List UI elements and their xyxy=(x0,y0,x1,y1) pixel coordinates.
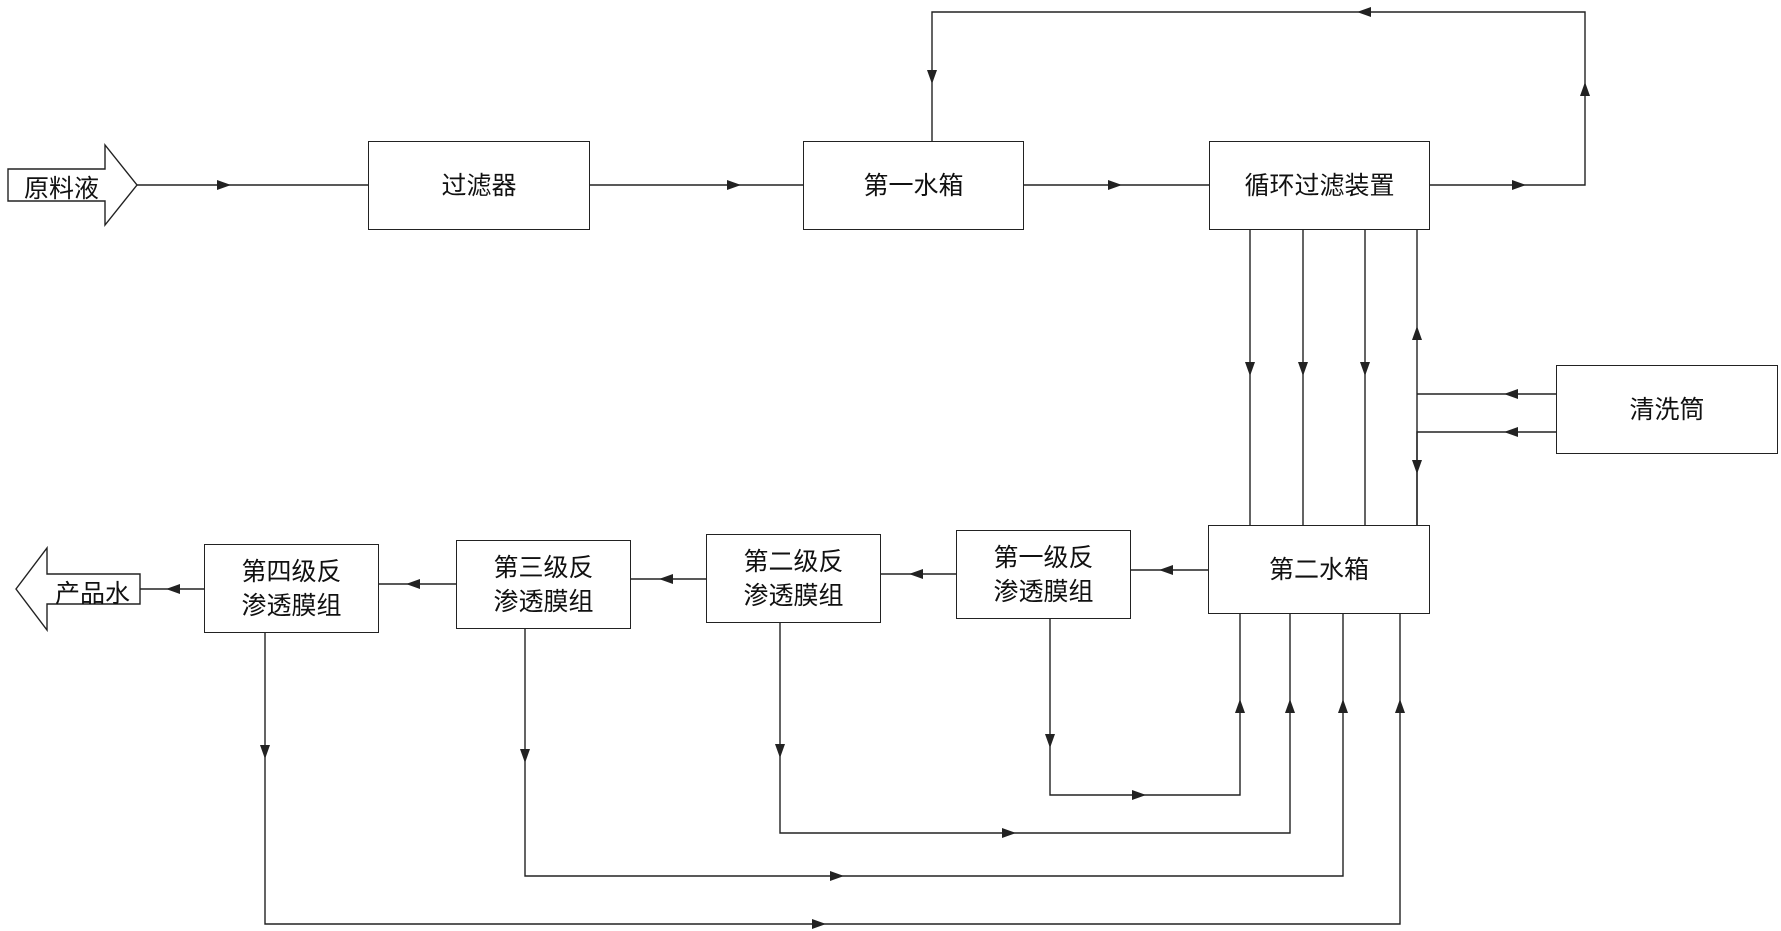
flow-arrowhead xyxy=(1108,180,1122,190)
flow-arrowhead xyxy=(659,574,673,584)
flow-arrowhead xyxy=(812,919,826,929)
flow-arrowhead xyxy=(1132,790,1146,800)
flow-arrowhead xyxy=(260,745,270,759)
output-arrow-shape xyxy=(15,545,141,633)
flow-arrowhead xyxy=(1412,460,1422,474)
flow-arrowhead xyxy=(1285,699,1295,713)
flow-arrowhead xyxy=(1245,362,1255,376)
flow-arrowhead xyxy=(1504,427,1518,437)
ro-stage4-label: 第四级反 渗透膜组 xyxy=(241,556,342,620)
flow-arrowhead xyxy=(1002,828,1016,838)
line-return-ro1 xyxy=(1049,614,1241,796)
circulation-filter-label: 循环过滤装置 xyxy=(1244,170,1395,200)
flow-arrowhead xyxy=(1338,699,1348,713)
ro-stage2-label: 第二级反 渗透膜组 xyxy=(743,546,844,610)
circulation-filter-box: 循环过滤装置 xyxy=(1209,141,1430,230)
filter-label: 过滤器 xyxy=(441,170,517,200)
flow-arrowhead xyxy=(775,744,785,758)
line-return-ro3 xyxy=(524,614,1344,877)
ro-stage1-box: 第一级反 渗透膜组 xyxy=(956,530,1131,619)
input-arrow-shape xyxy=(7,143,138,227)
output-label: 产品水 xyxy=(55,579,131,608)
flow-arrowhead xyxy=(1235,699,1245,713)
flow-arrowhead xyxy=(1159,565,1173,575)
tank1-box: 第一水箱 xyxy=(803,141,1024,230)
line-clean-tank2 xyxy=(1416,431,1556,525)
ro-stage2-box: 第二级反 渗透膜组 xyxy=(706,534,881,623)
line-circ-loop xyxy=(931,11,1586,186)
input-label: 原料液 xyxy=(24,174,100,203)
flow-arrowhead xyxy=(520,749,530,763)
tank2-box: 第二水箱 xyxy=(1208,525,1430,614)
flow-arrowhead xyxy=(927,70,937,84)
ro-stage4-box: 第四级反 渗透膜组 xyxy=(204,544,379,633)
flow-arrowhead xyxy=(1360,362,1370,376)
flow-arrowhead xyxy=(909,569,923,579)
flow-arrowhead xyxy=(1504,389,1518,399)
flow-arrowhead xyxy=(166,584,180,594)
flow-arrowhead xyxy=(1412,326,1422,340)
flow-arrowhead xyxy=(1045,734,1055,748)
flow-arrowhead xyxy=(217,180,231,190)
flow-arrowhead xyxy=(1395,699,1405,713)
tank2-label: 第二水箱 xyxy=(1268,554,1369,584)
flow-arrowhead xyxy=(1512,180,1526,190)
flow-arrowhead xyxy=(1580,82,1590,96)
flow-arrowhead xyxy=(1298,362,1308,376)
flow-arrowhead xyxy=(1357,7,1371,17)
ro-stage3-box: 第三级反 渗透膜组 xyxy=(456,540,631,629)
cleaning-tube-box: 清洗筒 xyxy=(1556,365,1778,454)
line-return-ro2 xyxy=(779,614,1291,834)
tank1-label: 第一水箱 xyxy=(863,170,964,200)
line-return-ro4 xyxy=(264,614,1401,925)
ro-stage3-label: 第三级反 渗透膜组 xyxy=(493,552,594,616)
cleaning-tube-label: 清洗筒 xyxy=(1629,394,1705,424)
filter-box: 过滤器 xyxy=(368,141,590,230)
flow-arrowhead xyxy=(406,579,420,589)
flow-arrowhead xyxy=(727,180,741,190)
flow-arrowhead xyxy=(830,871,844,881)
ro-stage1-label: 第一级反 渗透膜组 xyxy=(993,542,1094,606)
